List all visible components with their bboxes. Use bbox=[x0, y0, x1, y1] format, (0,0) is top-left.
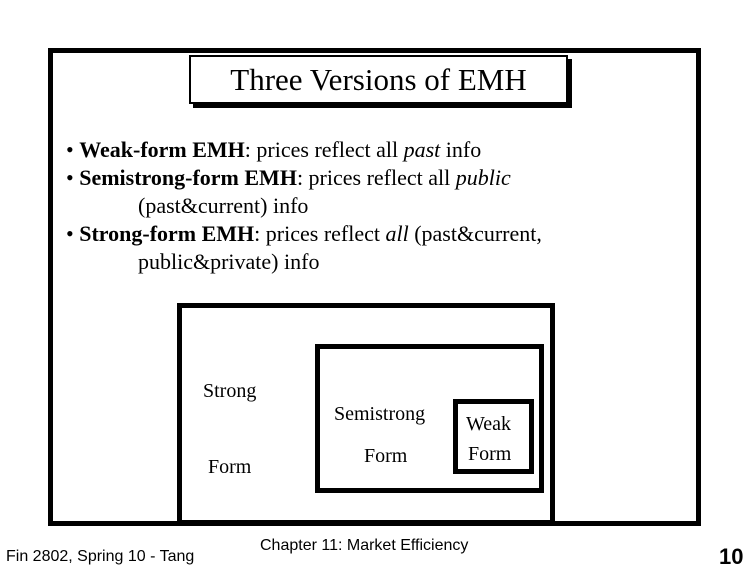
footer-chapter: Chapter 11: Market Efficiency bbox=[260, 537, 469, 554]
bullet-continuation: public&private) info bbox=[138, 249, 320, 274]
slide-title: Three Versions of EMH bbox=[189, 55, 568, 104]
bullet-emphasis: past bbox=[403, 137, 441, 162]
bullet-term: Semistrong-form EMH bbox=[79, 165, 297, 190]
bullet-text: info bbox=[440, 137, 482, 162]
bullet-strong-form: • Strong-form EMH: prices reflect all (p… bbox=[66, 220, 542, 276]
bullet-marker: • bbox=[66, 221, 74, 246]
semistrong-form-label: Form bbox=[364, 445, 408, 467]
bullet-term: Weak-form EMH bbox=[79, 137, 245, 162]
strong-label: Strong bbox=[203, 380, 257, 402]
bullet-text: : prices reflect all bbox=[244, 137, 404, 162]
weak-form-box bbox=[453, 399, 534, 474]
bullet-term: Strong-form EMH bbox=[79, 221, 255, 246]
bullet-list: • Weak-form EMH: prices reflect all past… bbox=[66, 136, 542, 276]
strong-form-label: Form bbox=[208, 456, 252, 478]
bullet-continuation: (past&current) info bbox=[138, 193, 309, 218]
bullet-text: : prices reflect all bbox=[296, 165, 456, 190]
footer-course: Fin 2802, Spring 10 - Tang bbox=[6, 548, 195, 565]
bullet-emphasis: public bbox=[455, 165, 511, 190]
weak-label: Weak bbox=[466, 413, 512, 435]
weak-form-label: Form bbox=[468, 443, 512, 465]
semistrong-label: Semistrong bbox=[334, 403, 426, 425]
bullet-weak-form: • Weak-form EMH: prices reflect all past… bbox=[66, 136, 542, 164]
bullet-emphasis: all bbox=[385, 221, 409, 246]
bullet-marker: • bbox=[66, 137, 74, 162]
bullet-text: (past&current, bbox=[408, 221, 542, 246]
bullet-marker: • bbox=[66, 165, 74, 190]
bullet-text: : prices reflect bbox=[254, 221, 386, 246]
bullet-semistrong-form: • Semistrong-form EMH: prices reflect al… bbox=[66, 164, 542, 220]
page-number: 10 bbox=[719, 544, 744, 569]
